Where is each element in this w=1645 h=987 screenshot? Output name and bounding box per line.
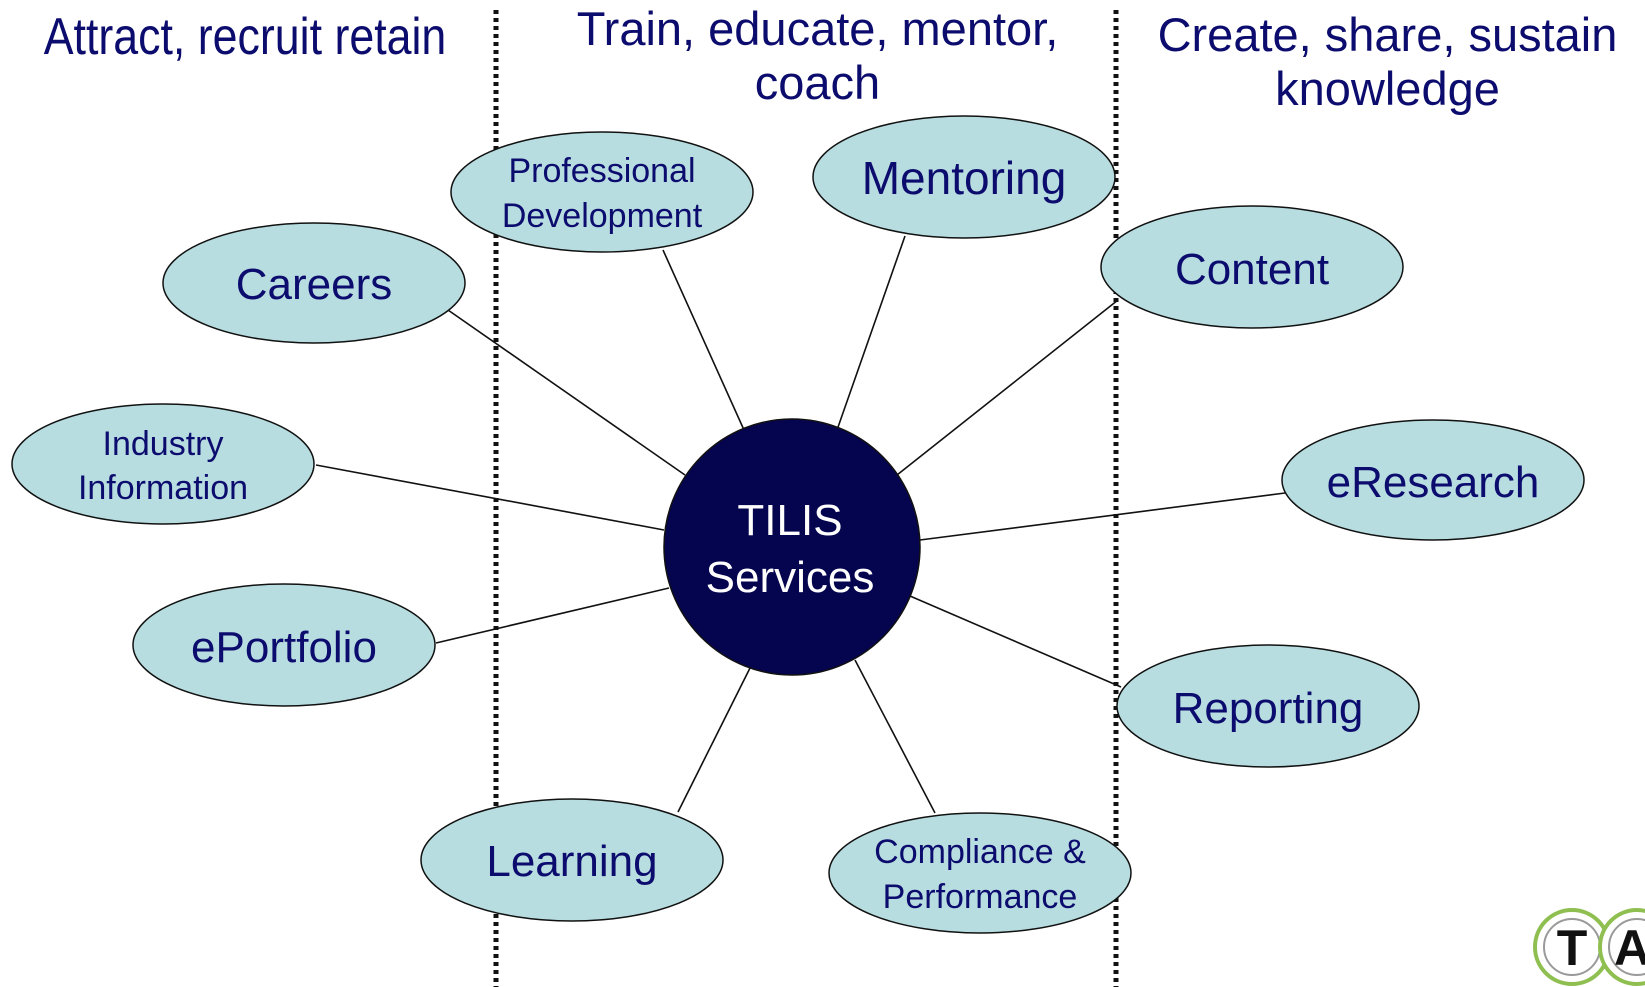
node-learning-label: Learning xyxy=(486,837,657,886)
node-eresearch-shape xyxy=(1281,419,1585,541)
logo-ring-right xyxy=(1598,908,1645,986)
hub-line1: TILIS xyxy=(737,496,842,545)
node-compliance-performance-line1: Compliance & xyxy=(874,833,1086,871)
node-compliance-performance: Compliance & Performance xyxy=(828,812,1132,934)
node-professional-development-line2: Development xyxy=(502,197,703,235)
node-learning: Learning xyxy=(420,798,724,922)
node-content-label: Content xyxy=(1175,245,1329,294)
node-eresearch: eResearch xyxy=(1281,419,1585,541)
node-industry-information-shape xyxy=(11,403,315,525)
node-reporting: Reporting xyxy=(1116,644,1420,768)
heading-train-line1: Train, educate, mentor, xyxy=(576,2,1059,55)
connector-eresearch xyxy=(919,492,1286,541)
heading-attract-text: Attract, recruit retain xyxy=(43,8,447,66)
node-eresearch-label: eResearch xyxy=(1327,458,1540,507)
tafe-logo: T A xyxy=(1533,908,1645,986)
node-professional-development: Professional Development xyxy=(450,131,754,253)
connector-compliance-performance xyxy=(854,659,936,814)
heading-attract-recruit-retain: Attract, recruit retain xyxy=(34,8,455,68)
heading-train-educate: Train, educate, mentor, coach xyxy=(520,2,1115,110)
node-industry-information-line2: Information xyxy=(78,469,248,507)
hub-tilis-services: TILIS Services xyxy=(663,418,921,676)
logo-letter-t: T xyxy=(1557,920,1588,976)
connector-eportfolio xyxy=(435,587,670,644)
node-reporting-shape xyxy=(1116,644,1420,768)
node-content: Content xyxy=(1100,205,1404,329)
connector-learning xyxy=(677,667,751,813)
node-careers: Careers xyxy=(162,222,466,344)
node-learning-shape xyxy=(420,798,724,922)
heading-create-share-sustain: Create, share, sustain knowledge xyxy=(1130,8,1645,116)
node-careers-shape xyxy=(162,222,466,344)
connector-industry-information xyxy=(315,464,665,531)
node-industry-information: Industry Information xyxy=(11,403,315,525)
node-careers-label: Careers xyxy=(236,260,393,309)
heading-create-line2: knowledge xyxy=(1275,62,1500,116)
heading-train-line2: coach xyxy=(754,56,881,110)
node-professional-development-shape xyxy=(450,131,754,253)
node-mentoring: Mentoring xyxy=(812,115,1116,239)
node-mentoring-shape xyxy=(812,115,1116,239)
node-reporting-label: Reporting xyxy=(1173,684,1364,733)
node-compliance-performance-line2: Performance xyxy=(883,878,1078,916)
heading-create-line1: Create, share, sustain xyxy=(1157,8,1618,61)
node-eportfolio-shape xyxy=(132,583,436,707)
connector-reporting xyxy=(909,595,1122,688)
node-compliance-performance-shape xyxy=(828,812,1132,934)
logo-inner-ring-right xyxy=(1608,918,1645,976)
logo-letter-a: A xyxy=(1614,920,1645,976)
node-professional-development-line1: Professional xyxy=(508,152,695,190)
node-eportfolio-label: ePortfolio xyxy=(191,623,377,672)
node-mentoring-label: Mentoring xyxy=(862,152,1067,204)
hub-shape xyxy=(663,418,921,676)
hub-line2: Services xyxy=(706,553,875,602)
node-content-shape xyxy=(1100,205,1404,329)
connector-careers xyxy=(447,309,686,476)
connector-professional-development xyxy=(662,249,745,431)
node-industry-information-line1: Industry xyxy=(103,425,224,463)
node-eportfolio: ePortfolio xyxy=(132,583,436,707)
connector-content xyxy=(896,299,1119,476)
connector-mentoring xyxy=(836,235,906,431)
